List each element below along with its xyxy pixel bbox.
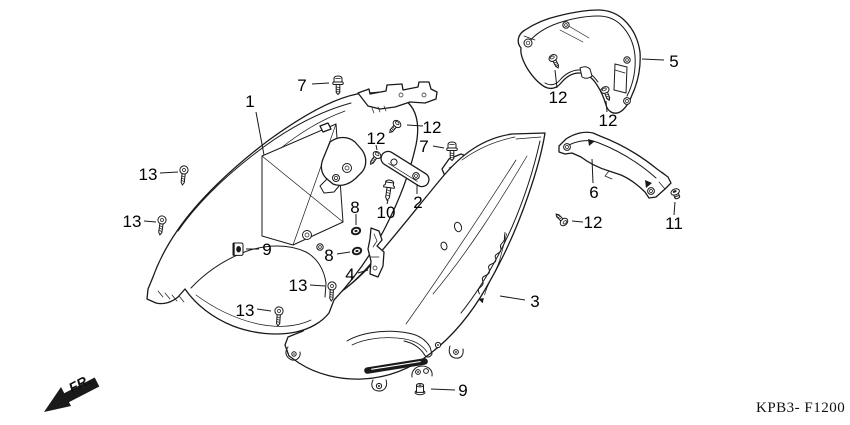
arrow-shaft-icon [63, 377, 100, 403]
fastener-bolt [332, 75, 344, 95]
part-3-outline [284, 132, 546, 392]
callout-label-8: 8 [324, 246, 333, 265]
callout-label-12: 12 [599, 111, 618, 130]
leader-line-7 [311, 82, 330, 85]
leader-line-12 [605, 100, 608, 113]
leader-line-4 [357, 269, 369, 274]
leader-line-12 [406, 124, 424, 127]
leader-line-13 [309, 284, 326, 287]
callout-label-12: 12 [367, 129, 386, 148]
part-6-outline [558, 131, 672, 199]
callout-label-8: 8 [350, 198, 359, 217]
leader-line-12 [571, 220, 584, 223]
part-4-outline [367, 227, 385, 278]
callout-label-7: 7 [419, 137, 428, 156]
callout-label-2: 2 [413, 193, 422, 212]
leader-line-13 [143, 220, 157, 223]
callout-label-13: 13 [289, 276, 308, 295]
callout-label-1: 1 [245, 92, 254, 111]
callout-label-3: 3 [530, 292, 539, 311]
leader-line-1 [255, 111, 265, 156]
callout-label-11: 11 [665, 214, 683, 233]
callout-label-6: 6 [589, 183, 598, 202]
fastener-screw13 [177, 164, 190, 186]
leader-line-13 [159, 171, 179, 174]
fastener-screw13 [155, 214, 168, 236]
leader-line-12 [554, 69, 558, 89]
diagram-code: KPB3- F1200 [756, 400, 845, 416]
callout-label-4: 4 [345, 265, 354, 284]
callout-label-9: 9 [458, 381, 467, 400]
part-1-outline [146, 81, 438, 335]
leader-line-12 [375, 144, 378, 151]
leader-line-3 [499, 295, 526, 301]
callout-label-13: 13 [236, 301, 255, 320]
callout-label-13: 13 [139, 165, 158, 184]
fastener-nut [414, 383, 426, 396]
front-direction-arrow: FR. [44, 371, 100, 412]
callout-label-7: 7 [297, 76, 306, 95]
leader-line-7 [432, 145, 445, 149]
callout-label-12: 12 [549, 88, 568, 107]
part-5-outline [517, 9, 641, 114]
leader-line-13 [256, 308, 272, 312]
leader-line-6 [591, 158, 594, 184]
fastener-clip [232, 241, 245, 257]
leader-line-11 [673, 201, 676, 216]
callout-label-5: 5 [669, 52, 678, 71]
callout-label-9: 9 [262, 240, 271, 259]
leader-line-10 [386, 199, 389, 205]
callout-label-10: 10 [377, 203, 396, 222]
leader-line-8 [336, 251, 351, 255]
callout-label-12: 12 [584, 213, 603, 232]
fastener-screw12 [552, 210, 570, 228]
callout-label-12: 12 [423, 118, 442, 137]
fastener-pin [669, 187, 683, 201]
part-2-outline [380, 150, 430, 188]
leader-line-5 [641, 58, 665, 61]
model-emblem [477, 232, 508, 304]
callout-label-13: 13 [123, 212, 142, 231]
leader-line-9 [430, 388, 456, 391]
vent-slot [364, 358, 428, 374]
